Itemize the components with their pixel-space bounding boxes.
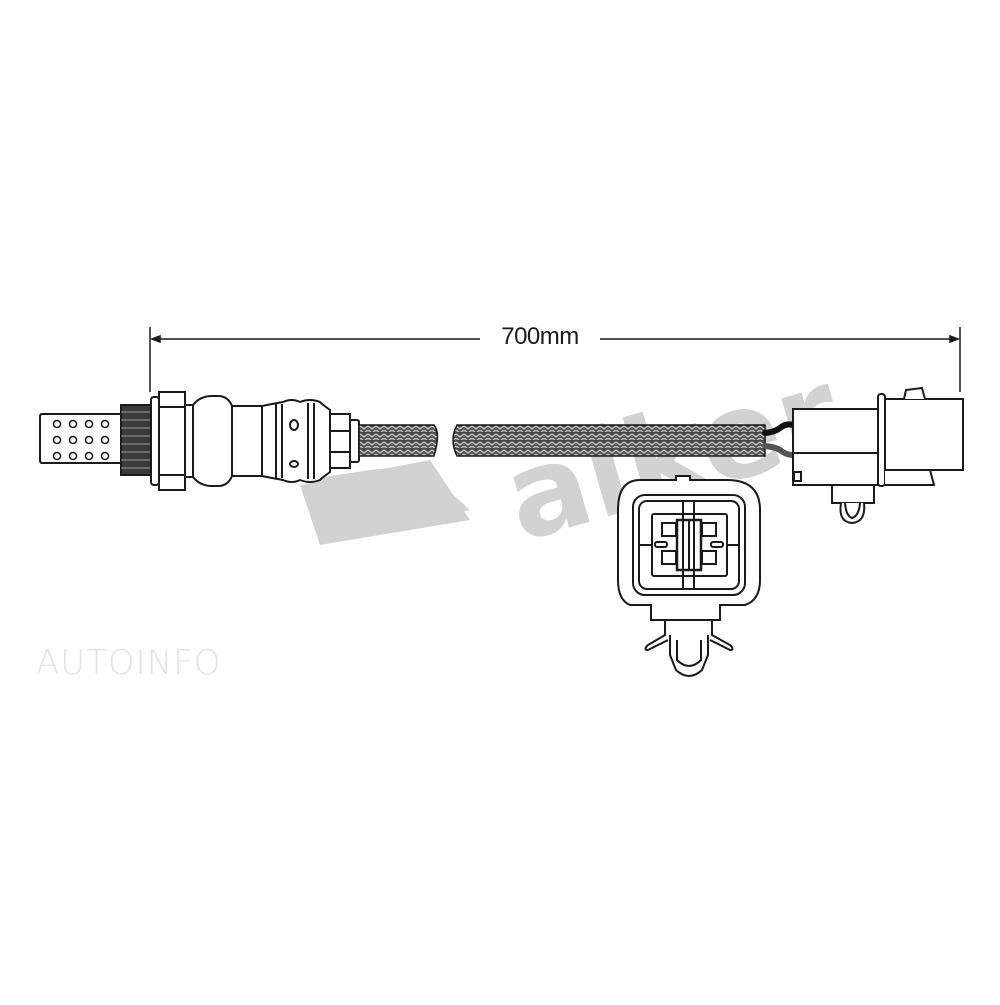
connector-side (792, 386, 964, 525)
sensor-body (192, 395, 360, 487)
braided-lead (358, 424, 766, 457)
connector-face (617, 475, 761, 677)
autoinfo-watermark: AUTOINFO (36, 643, 222, 683)
hex-nut (150, 391, 194, 491)
sensor-tip (39, 413, 123, 464)
dimension-label: 700mm (480, 322, 600, 352)
connector-wires (762, 421, 796, 458)
thread (120, 404, 152, 476)
